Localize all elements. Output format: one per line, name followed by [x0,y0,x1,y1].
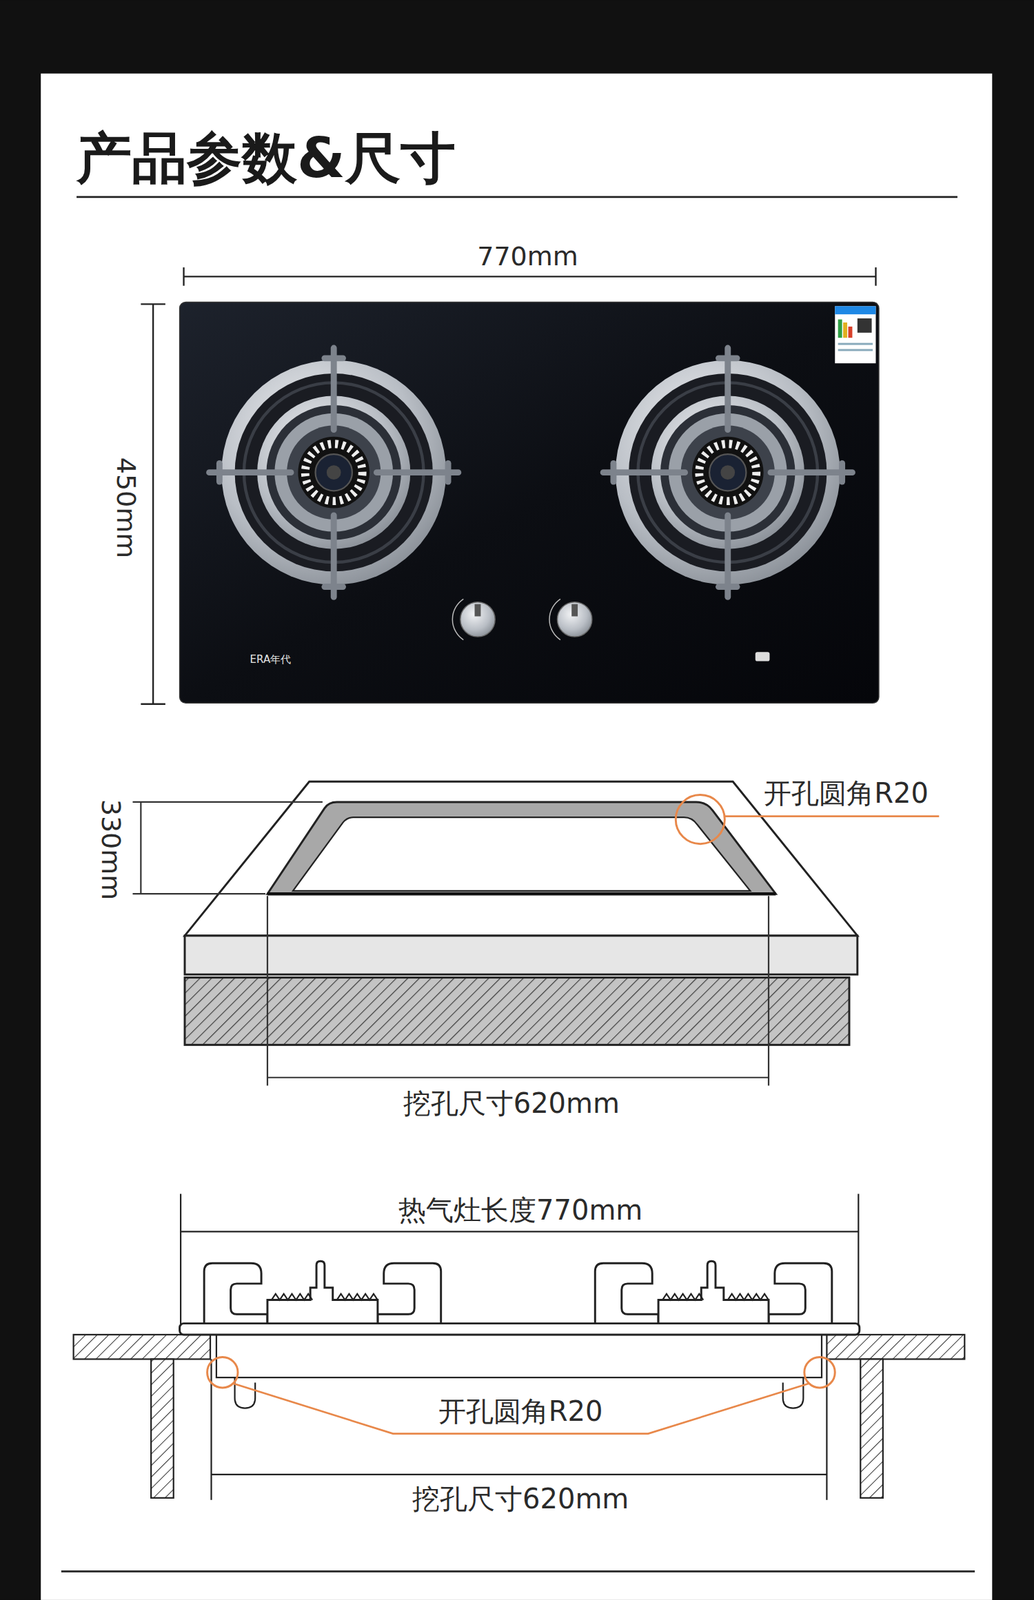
dimension-label: 挖孔尺寸620mm [403,1088,620,1119]
knob [549,599,593,640]
callout-label: 开孔圆角R20 [438,1396,604,1427]
title-rule [76,195,958,198]
knob [452,599,495,640]
stove-photo [179,301,879,704]
phone-icon [755,652,770,662]
corner-callout [804,1357,835,1388]
dimension-label: 热气灶长度770mm [398,1195,643,1226]
white-panel [40,73,992,1600]
energy-label [834,306,876,364]
cutout-perspective [132,781,939,1086]
page-title: 产品参数&尺寸 [76,128,456,189]
dimension-label: 330mm [95,799,125,901]
burner-profile [594,1261,833,1324]
callout-label: 开孔圆角R20 [763,778,929,809]
burner [603,348,853,597]
leader-line [233,1384,809,1435]
corner-callout [207,1357,238,1388]
dimension-label: 770mm [477,242,579,272]
corner-callout [675,795,725,845]
burner-profile [204,1261,442,1324]
brand-label: ERA年代 [250,653,292,666]
cutout-section [73,1194,966,1501]
burner [209,348,459,597]
dimension-label: 挖孔尺寸620mm [412,1484,629,1515]
dimension-label: 450mm [110,457,140,560]
bottom-rule [61,1570,975,1574]
leader-line [724,815,939,818]
